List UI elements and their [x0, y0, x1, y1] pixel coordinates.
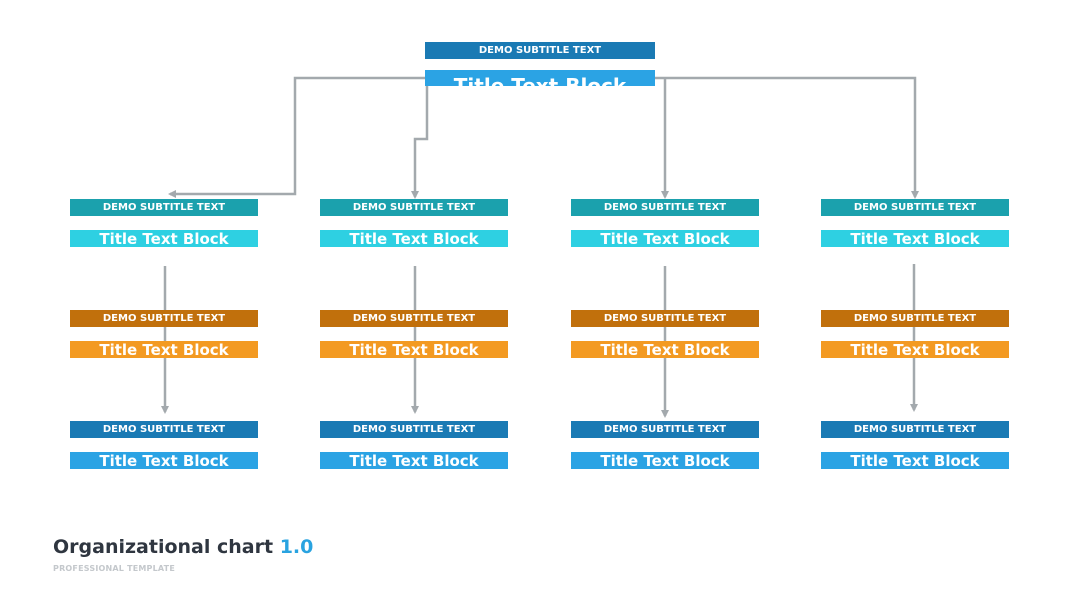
col4-row1-title: Title Text Block — [821, 230, 1009, 247]
col1-row1-title: Title Text Block — [70, 230, 258, 247]
col4-row3-title: Title Text Block — [821, 452, 1009, 469]
col1-row3-title: Title Text Block — [70, 452, 258, 469]
col3-row2-node: DEMO SUBTITLE TEXT Title Text Block — [571, 310, 759, 358]
col3-row3-title: Title Text Block — [571, 452, 759, 469]
col2-row3-node: DEMO SUBTITLE TEXT Title Text Block — [320, 421, 508, 469]
col4-row1-subtitle: DEMO SUBTITLE TEXT — [821, 199, 1009, 216]
col1-row1-subtitle: DEMO SUBTITLE TEXT — [70, 199, 258, 216]
connector-top-to-col2 — [411, 78, 429, 199]
footer-tagline: PROFESSIONAL TEMPLATE — [53, 564, 176, 573]
col3-row3-node: DEMO SUBTITLE TEXT Title Text Block — [571, 421, 759, 469]
col3-row1-title: Title Text Block — [571, 230, 759, 247]
footer: Organizational chart 1.0 PROFESSIONAL TE… — [53, 536, 313, 573]
col3-row2-title: Title Text Block — [571, 341, 759, 358]
footer-version: 1.0 — [279, 536, 314, 558]
top-node: DEMO SUBTITLE TEXT Title Text Block — [425, 42, 655, 86]
col1-row3-node: DEMO SUBTITLE TEXT Title Text Block — [70, 421, 258, 469]
col3-row3-subtitle: DEMO SUBTITLE TEXT — [571, 421, 759, 438]
col2-row2-subtitle: DEMO SUBTITLE TEXT — [320, 310, 508, 327]
col1-row2-title: Title Text Block — [70, 341, 258, 358]
col4-row2-node: DEMO SUBTITLE TEXT Title Text Block — [821, 310, 1009, 358]
col2-row2-title: Title Text Block — [320, 341, 508, 358]
col2-row1-title: Title Text Block — [320, 230, 508, 247]
col2-row2-node: DEMO SUBTITLE TEXT Title Text Block — [320, 310, 508, 358]
col4-row1-node: DEMO SUBTITLE TEXT Title Text Block — [821, 199, 1009, 247]
connector-top-to-col4 — [655, 76, 919, 199]
top-node-subtitle: DEMO SUBTITLE TEXT — [425, 42, 655, 59]
col4-row2-subtitle: DEMO SUBTITLE TEXT — [821, 310, 1009, 327]
footer-title-text: Organizational chart — [53, 536, 274, 558]
connector-top-to-col1 — [168, 76, 427, 198]
top-node-title: Title Text Block — [425, 70, 655, 86]
footer-title: Organizational chart 1.0 — [53, 536, 313, 558]
col1-row2-subtitle: DEMO SUBTITLE TEXT — [70, 310, 258, 327]
col3-row1-node: DEMO SUBTITLE TEXT Title Text Block — [571, 199, 759, 247]
col3-row2-subtitle: DEMO SUBTITLE TEXT — [571, 310, 759, 327]
col2-row1-subtitle: DEMO SUBTITLE TEXT — [320, 199, 508, 216]
col4-row3-node: DEMO SUBTITLE TEXT Title Text Block — [821, 421, 1009, 469]
col1-row2-node: DEMO SUBTITLE TEXT Title Text Block — [70, 310, 258, 358]
col1-row1-node: DEMO SUBTITLE TEXT Title Text Block — [70, 199, 258, 247]
col2-row1-node: DEMO SUBTITLE TEXT Title Text Block — [320, 199, 508, 247]
col2-row3-subtitle: DEMO SUBTITLE TEXT — [320, 421, 508, 438]
col4-row3-subtitle: DEMO SUBTITLE TEXT — [821, 421, 1009, 438]
col1-row3-subtitle: DEMO SUBTITLE TEXT — [70, 421, 258, 438]
col3-row1-subtitle: DEMO SUBTITLE TEXT — [571, 199, 759, 216]
col2-row3-title: Title Text Block — [320, 452, 508, 469]
col4-row2-title: Title Text Block — [821, 341, 1009, 358]
